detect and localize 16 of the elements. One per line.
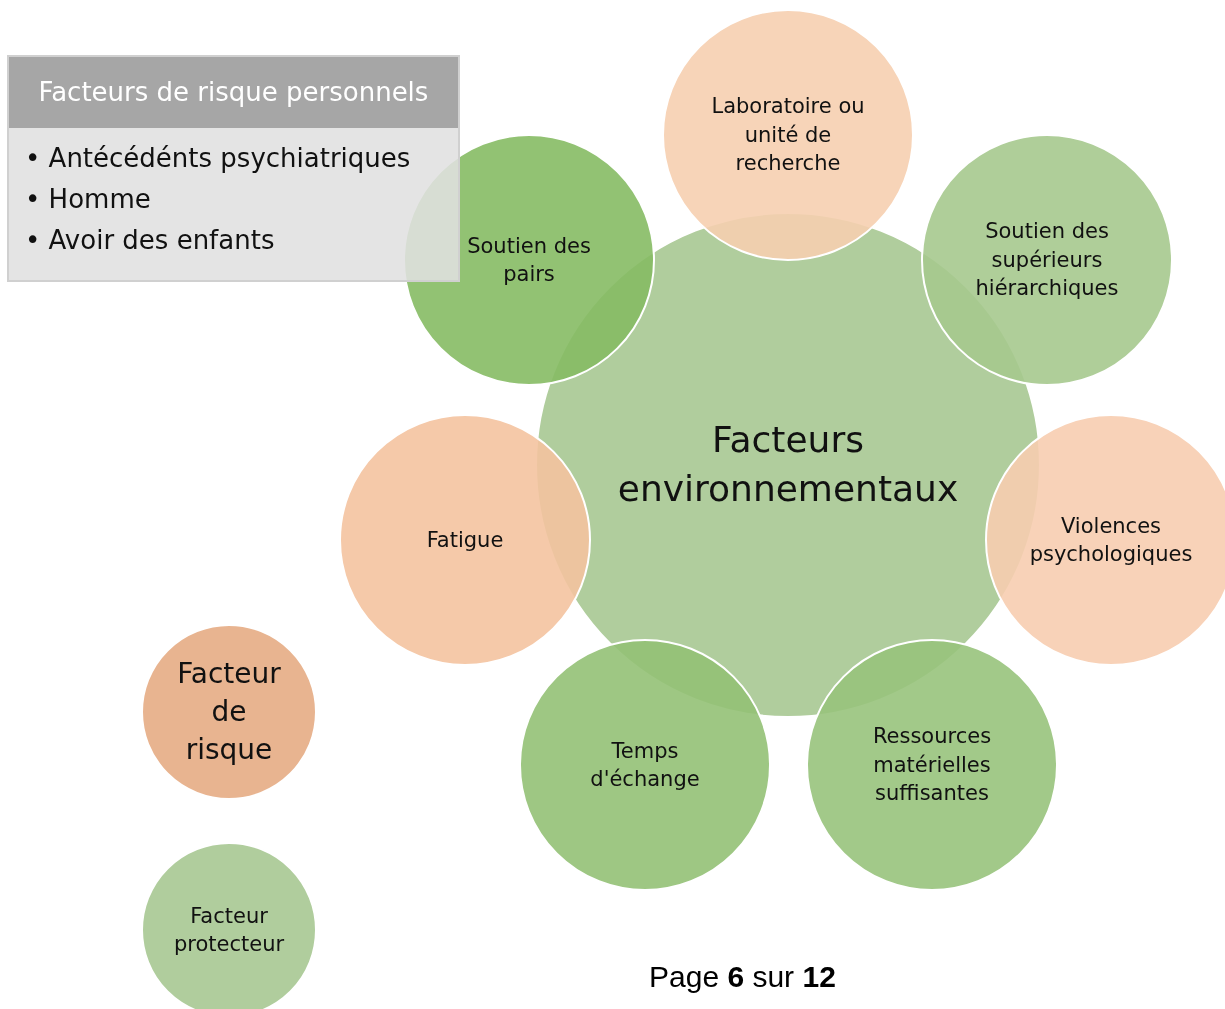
- bullet-item: • Homme: [25, 183, 152, 216]
- circle-label: Ressources matérielles suffisantes: [871, 723, 993, 808]
- page-number: Page 6 sur 12: [649, 960, 836, 994]
- circle-label: Temps d'échange: [589, 737, 701, 793]
- legend-label: Facteur protecteur: [172, 902, 286, 958]
- bullet-item: • Antécédénts psychiatriques: [25, 142, 412, 175]
- panel-heading: Facteurs de risque personnels: [9, 57, 458, 128]
- bullet-item: • Avoir des enfants: [25, 224, 276, 257]
- central-title: Facteurs environnementaux: [616, 418, 960, 511]
- circle-label: Soutien des supérieurs hiérarchiques: [974, 218, 1120, 303]
- circle-label: Fatigue: [425, 526, 505, 554]
- legend-label: Facteur de risque: [176, 656, 282, 768]
- circle-label: Violences psychologiques: [1028, 512, 1194, 568]
- info-panel: [7, 55, 460, 282]
- circle-label: Laboratoire ou unité de recherche: [710, 93, 866, 178]
- circle-label: Soutien des pairs: [466, 232, 592, 288]
